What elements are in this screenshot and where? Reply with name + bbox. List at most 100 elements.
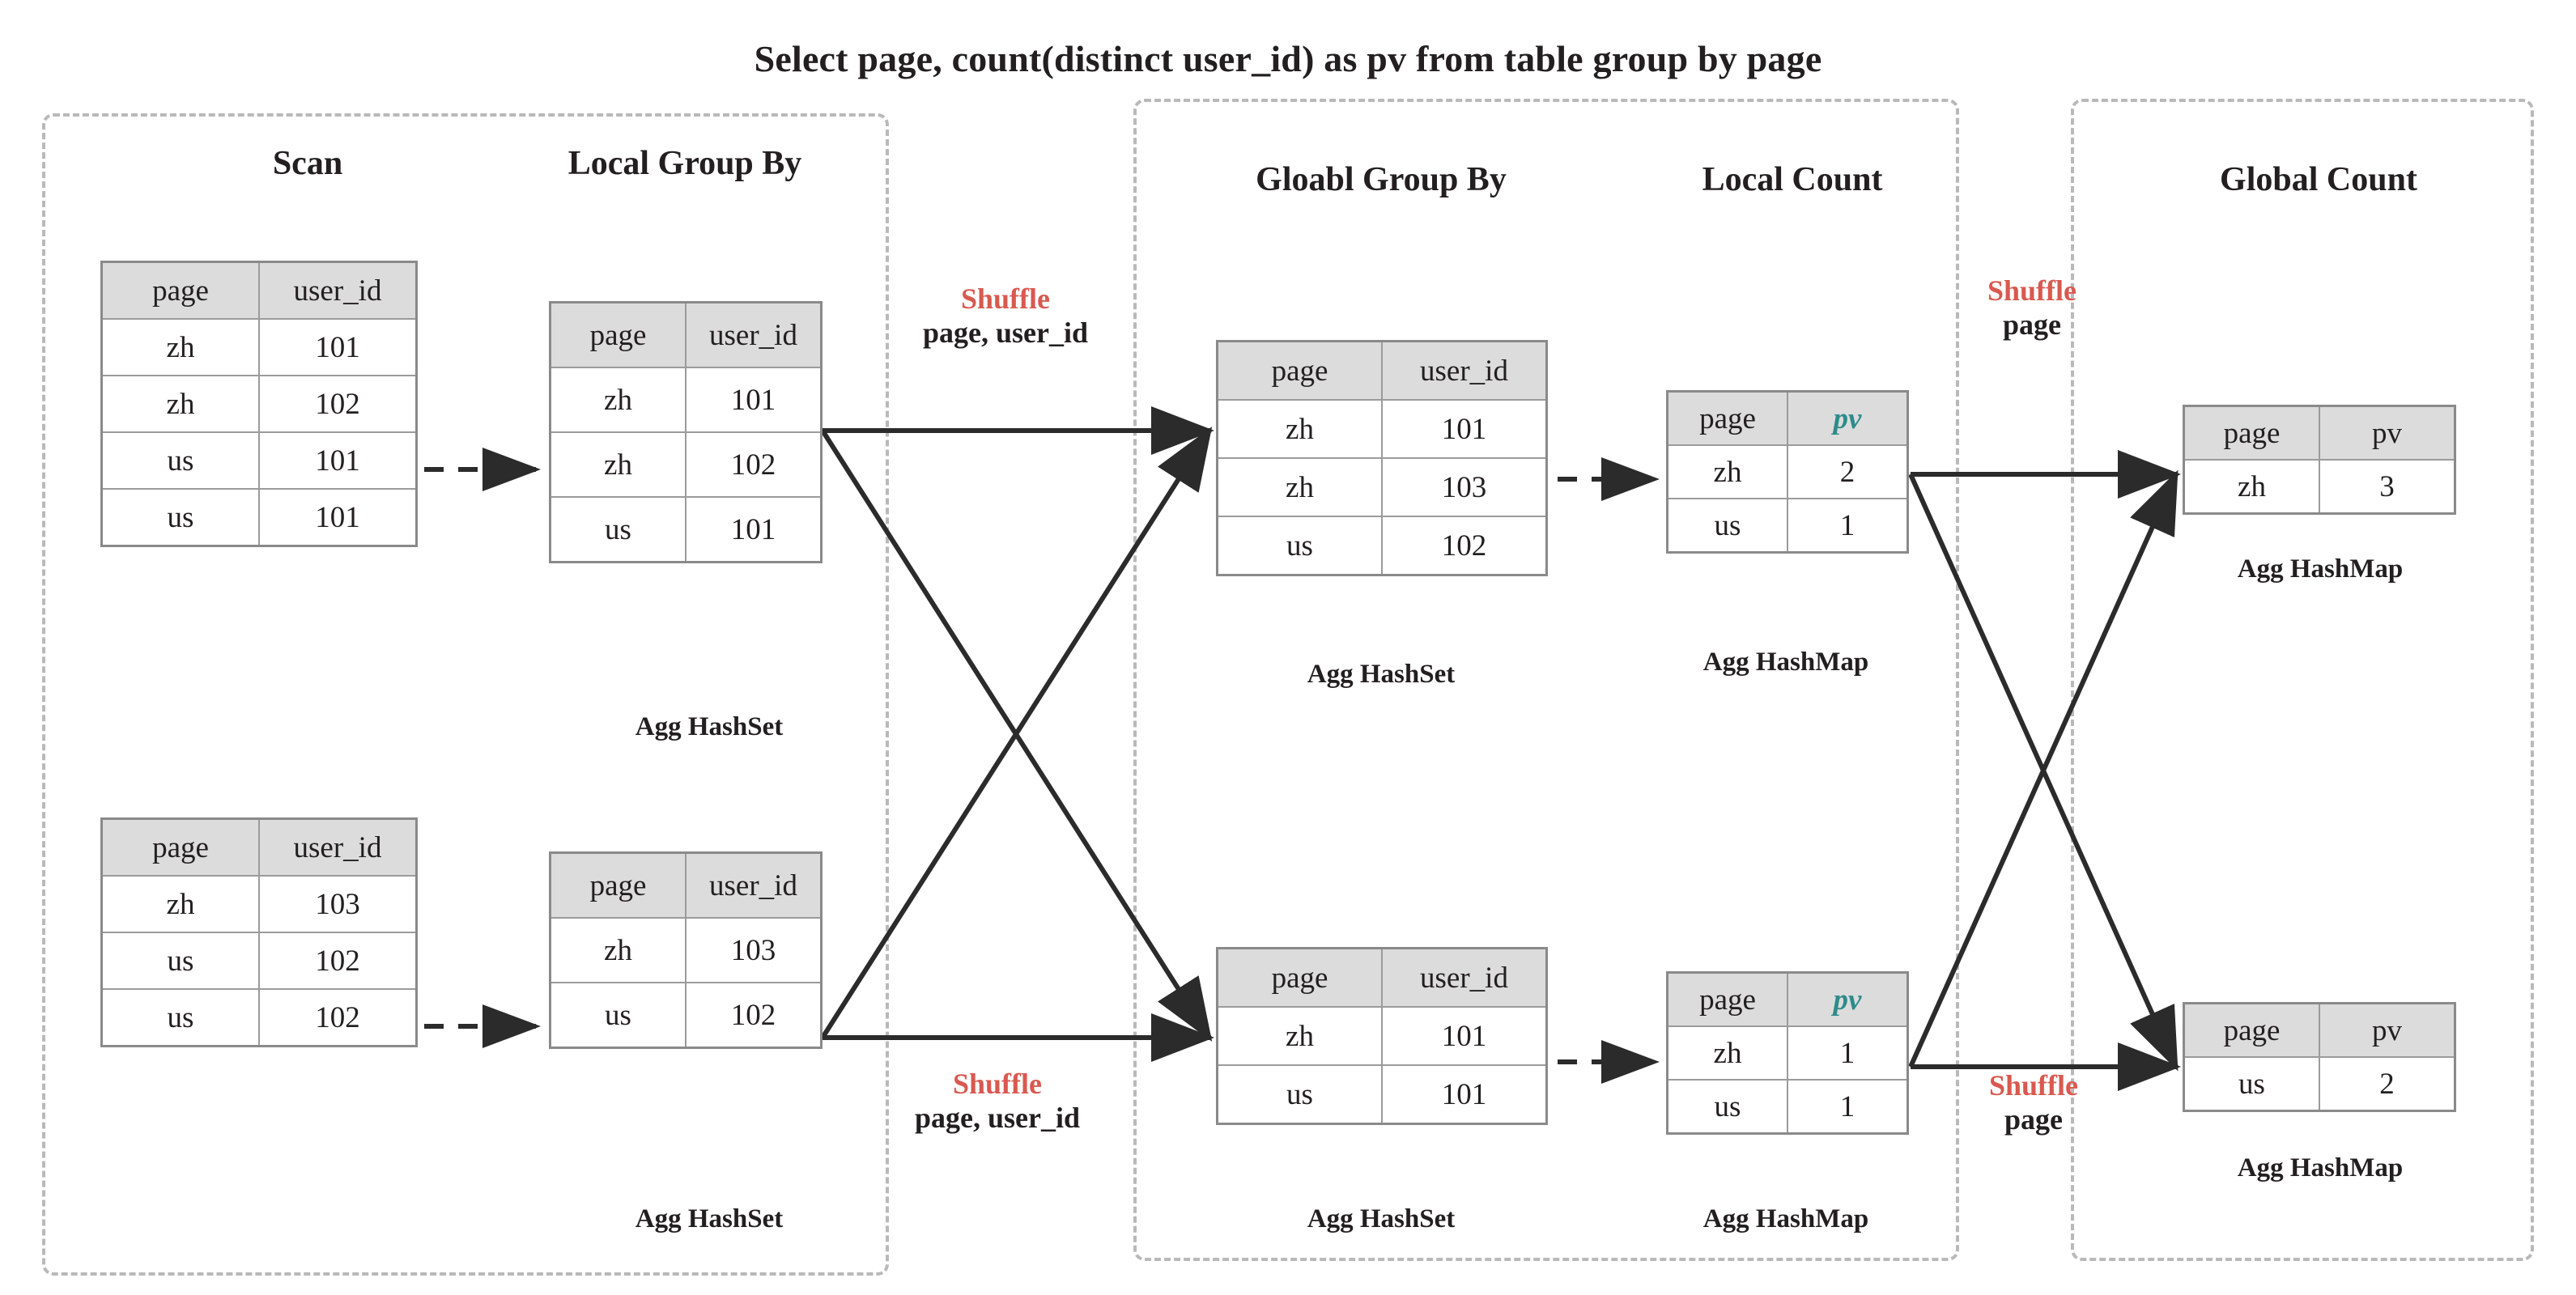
table-cell: us xyxy=(2183,1056,2320,1112)
table-cell: 102 xyxy=(685,431,823,498)
caption-global-count-1: Agg HashMap xyxy=(2237,554,2404,584)
table-cell: 3 xyxy=(2319,459,2456,515)
stage-heading-local-group-by: Local Group By xyxy=(567,145,802,182)
shuffle-keys: page, user_id xyxy=(914,1102,1081,1135)
table-cell: us xyxy=(100,988,260,1047)
table-cell: zh xyxy=(1666,444,1788,499)
stage-heading-local-count: Local Count xyxy=(1702,161,1883,198)
column-header-user-id: user_id xyxy=(258,261,418,320)
shuffle-title: Shuffle xyxy=(1987,274,2077,307)
caption-global-group-by-2: Agg HashSet xyxy=(1307,1204,1456,1233)
table-cell: us xyxy=(1216,516,1383,576)
shuffle-label-bottom-left: Shuffle page, user_id xyxy=(915,1067,1080,1136)
table-cell: zh xyxy=(1666,1025,1788,1081)
column-header-pv: pv xyxy=(1787,971,1909,1027)
table-cell: zh xyxy=(549,431,687,498)
column-header-user-id: user_id xyxy=(258,817,418,877)
shuffle-keys: page xyxy=(2004,1103,2063,1136)
table-cell: us xyxy=(1216,1064,1383,1125)
table-cell: zh xyxy=(1216,457,1383,517)
column-header-page: page xyxy=(1666,971,1788,1027)
table-cell: 103 xyxy=(685,917,823,983)
table-cell: 101 xyxy=(1381,1064,1548,1125)
table-cell: zh xyxy=(1216,399,1383,459)
table-cell: 2 xyxy=(1787,444,1909,499)
column-header-user-id: user_id xyxy=(685,301,823,368)
table-cell: us xyxy=(1666,1079,1788,1135)
table-cell: 102 xyxy=(258,988,418,1047)
table-cell: 102 xyxy=(1381,516,1548,576)
caption-global-group-by-1: Agg HashSet xyxy=(1307,660,1456,689)
table-cell: us xyxy=(1666,498,1788,554)
caption-local-group-by-1: Agg HashSet xyxy=(635,712,784,741)
table-cell: zh xyxy=(549,917,687,983)
shuffle-keys: page xyxy=(2003,308,2061,342)
table-cell: 103 xyxy=(1381,457,1548,517)
column-header-user-id: user_id xyxy=(1381,340,1548,401)
table-cell: 101 xyxy=(1381,399,1548,459)
caption-local-group-by-2: Agg HashSet xyxy=(635,1204,784,1233)
table-cell: zh xyxy=(100,875,260,933)
column-header-pv: pv xyxy=(1787,390,1909,446)
table-cell: 101 xyxy=(685,367,823,433)
table-cell: 101 xyxy=(685,496,823,563)
stage-heading-global-count: Global Count xyxy=(2220,161,2417,198)
column-header-page: page xyxy=(2183,1002,2320,1058)
table-cell: 101 xyxy=(258,488,418,547)
table-cell: 101 xyxy=(258,431,418,490)
table-cell: 102 xyxy=(685,982,823,1049)
table-cell: 102 xyxy=(258,375,418,433)
table-cell: 101 xyxy=(1381,1006,1548,1066)
caption-local-count-1: Agg HashMap xyxy=(1702,648,1869,677)
shuffle-label-bottom-right: Shuffle page xyxy=(1989,1068,2078,1137)
shuffle-label-top-left: Shuffle page, user_id xyxy=(923,282,1088,350)
table-cell: us xyxy=(100,488,260,547)
column-header-user-id: user_id xyxy=(685,851,823,919)
column-header-page: page xyxy=(2183,405,2320,461)
table-cell: zh xyxy=(100,318,260,376)
column-header-page: page xyxy=(549,301,687,368)
table-cell: 1 xyxy=(1787,1079,1909,1135)
stage-heading-scan: Scan xyxy=(272,145,343,182)
stage-heading-global-group-by: Gloabl Group By xyxy=(1256,161,1507,198)
column-header-page: page xyxy=(549,851,687,919)
column-header-user-id: user_id xyxy=(1381,947,1548,1008)
table-cell: zh xyxy=(2183,459,2320,515)
column-header-pv: pv xyxy=(2319,1002,2456,1058)
table-cell: zh xyxy=(549,367,687,433)
table-cell: 1 xyxy=(1787,1025,1909,1081)
caption-local-count-2: Agg HashMap xyxy=(1702,1204,1869,1233)
shuffle-keys: page, user_id xyxy=(922,316,1089,350)
column-header-page: page xyxy=(1666,390,1788,446)
table-cell: us xyxy=(549,982,687,1049)
table-cell: us xyxy=(100,932,260,990)
table-cell: us xyxy=(549,496,687,563)
column-header-page: page xyxy=(100,261,260,320)
